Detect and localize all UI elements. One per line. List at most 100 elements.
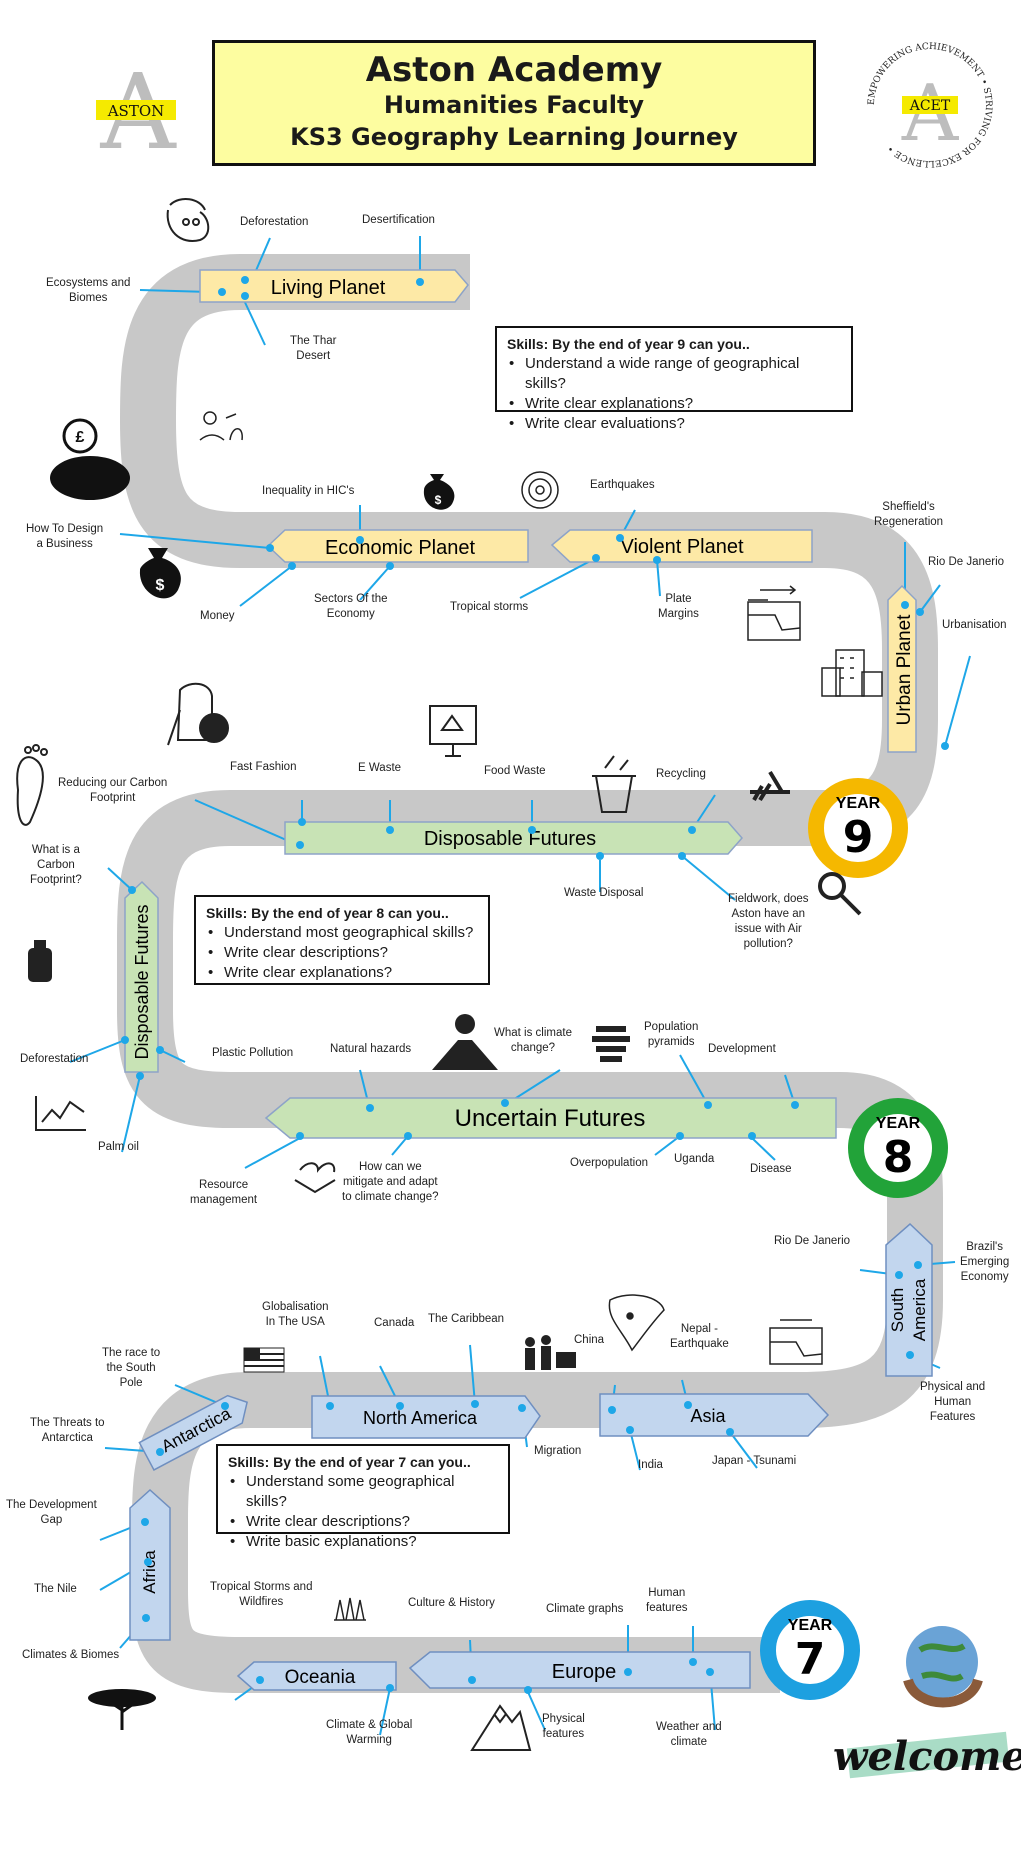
svg-text:Europe: Europe <box>552 1661 617 1683</box>
label-desertification: Desertification <box>362 214 435 226</box>
volcano-icon <box>432 1014 498 1070</box>
label-fast-fashion: Fast Fashion <box>230 761 297 773</box>
ecosystem-icon <box>199 411 243 441</box>
skills-box-year8: Skills: By the end of year 8 can you.. U… <box>194 895 490 985</box>
city-icon <box>821 649 883 697</box>
skills-item: Understand most geographical skills? <box>208 923 478 943</box>
skills-item: Write clear explanations? <box>509 394 841 414</box>
year-8-badge: YEAR 8 <box>848 1098 948 1198</box>
label-waste-disposal: Waste Disposal <box>564 887 644 899</box>
banner-europe: Europe <box>408 1651 751 1689</box>
pyramid-icon <box>592 1026 630 1062</box>
svg-text:North America: North America <box>363 1408 478 1428</box>
skills-item: Write clear evaluations? <box>509 414 841 434</box>
sloth-icon <box>166 198 210 242</box>
money-bag-icon: $ <box>423 474 455 510</box>
skills-item: Understand some geographical skills? <box>230 1472 498 1512</box>
label-india: India <box>638 1459 663 1471</box>
flag-usa-icon <box>243 1347 285 1373</box>
banner-asia: Asia <box>599 1393 830 1437</box>
forest-fire-icon <box>334 1597 366 1621</box>
label-natural-hazards: Natural hazards <box>330 1043 412 1055</box>
label-plastic-pollution: Plastic Pollution <box>212 1047 294 1059</box>
tree-icon <box>88 1689 156 1730</box>
label-nile: The Nile <box>34 1583 77 1595</box>
foot-icon <box>16 744 48 826</box>
label-rio-top: Rio De Janerio <box>928 556 1005 568</box>
label-deforestation-top: Deforestation <box>240 216 309 228</box>
label-earthquakes: Earthquakes <box>590 479 655 491</box>
recycle-icon <box>750 770 790 802</box>
svg-text:Economic Planet: Economic Planet <box>325 537 476 559</box>
svg-text:£: £ <box>76 429 85 446</box>
skills-item: Write basic explanations? <box>230 1532 498 1552</box>
svg-text:YEAR: YEAR <box>836 795 881 812</box>
globe-hands-icon <box>903 1626 983 1708</box>
label-dev-gap: The Development Gap <box>6 1499 97 1526</box>
label-weather-climate: Weather and climate <box>656 1721 722 1748</box>
hurricane-icon <box>521 471 559 509</box>
svg-text:Violent Planet: Violent Planet <box>620 536 744 558</box>
banner-north-america: North America <box>311 1395 541 1439</box>
svg-text:welcome: welcome <box>833 1733 1021 1780</box>
banner-disposable-futures-vertical: Disposable Futures <box>124 880 159 1073</box>
svg-text:Asia: Asia <box>690 1406 726 1426</box>
svg-text:Urban Planet: Urban Planet <box>894 614 915 726</box>
svg-text:8: 8 <box>883 1132 914 1183</box>
magnifier-icon <box>818 872 862 916</box>
welcome-graphic: welcome <box>833 1731 1021 1780</box>
skills-item: Write clear descriptions? <box>208 943 478 963</box>
svg-text:Disposable Futures: Disposable Futures <box>132 904 152 1059</box>
label-money: Money <box>200 610 235 622</box>
india-map-icon <box>608 1294 665 1352</box>
banner-uncertain-futures: Uncertain Futures <box>264 1097 837 1139</box>
label-globalisation: Globalisation In The USA <box>262 1301 329 1328</box>
banner-antarctica: Antarctica <box>138 1394 248 1471</box>
label-mitigate: How can we mitigate and adapt to climate… <box>342 1161 439 1203</box>
banner-violent-planet: Violent Planet <box>550 529 813 563</box>
label-recycling: Recycling <box>656 768 706 780</box>
label-palm-oil: Palm oil <box>98 1141 139 1153</box>
label-sheffield: Sheffield's Regeneration <box>874 501 944 528</box>
label-population-pyramids: Population pyramids <box>644 1021 699 1048</box>
svg-text:ACET: ACET <box>909 98 951 114</box>
label-uganda: Uganda <box>674 1153 715 1165</box>
banner-urban-planet: Urban Planet <box>887 584 917 753</box>
svg-text:America: America <box>910 1278 929 1341</box>
banner-disposable-futures: Disposable Futures <box>284 821 743 855</box>
skills-item: Understand a wide range of geographical … <box>509 354 841 394</box>
label-canada: Canada <box>374 1317 415 1329</box>
label-race-pole: The race to the South Pole <box>102 1347 161 1389</box>
label-climate-graphs: Climate graphs <box>546 1603 624 1615</box>
label-human-features: Human features <box>646 1587 688 1614</box>
svg-text:YEAR: YEAR <box>876 1115 921 1132</box>
label-brazil: Brazil's Emerging Economy <box>960 1241 1010 1283</box>
year-7-badge: YEAR 7 <box>760 1600 860 1700</box>
svg-text:9: 9 <box>843 812 874 863</box>
label-migration: Migration <box>534 1445 582 1457</box>
label-disease: Disease <box>750 1163 792 1175</box>
label-urbanisation: Urbanisation <box>942 619 1007 631</box>
skills-item: Write clear descriptions? <box>230 1512 498 1532</box>
skills-title: Skills: By the end of year 7 can you.. <box>228 1454 471 1470</box>
label-climate-change-q: What is climate change? <box>494 1027 572 1054</box>
label-deforestation-mid: Deforestation <box>20 1053 89 1065</box>
label-physical-features: Physical features <box>542 1713 585 1740</box>
bin-icon <box>592 755 636 813</box>
piggy-bank-icon: £ <box>50 418 130 500</box>
svg-text:South: South <box>888 1288 907 1332</box>
banner-living-planet: Living Planet <box>199 269 469 303</box>
skills-box-year9: Skills: By the end of year 9 can you.. U… <box>495 326 853 434</box>
skills-title: Skills: By the end of year 8 can you.. <box>206 905 449 921</box>
svg-text:Oceania: Oceania <box>285 1667 356 1688</box>
label-e-waste: E Waste <box>358 762 402 774</box>
label-inequality: Inequality in HIC's <box>262 485 355 497</box>
label-thar-desert: The Thar Desert <box>290 335 337 362</box>
page-subtitle: Humanities Faculty <box>383 91 645 119</box>
connectors <box>69 236 971 1736</box>
label-overpopulation: Overpopulation <box>570 1157 648 1169</box>
label-fieldwork: Fieldwork, does Aston have an issue with… <box>728 893 809 950</box>
label-plate-margins: Plate Margins <box>658 593 699 620</box>
label-development: Development <box>708 1043 776 1055</box>
